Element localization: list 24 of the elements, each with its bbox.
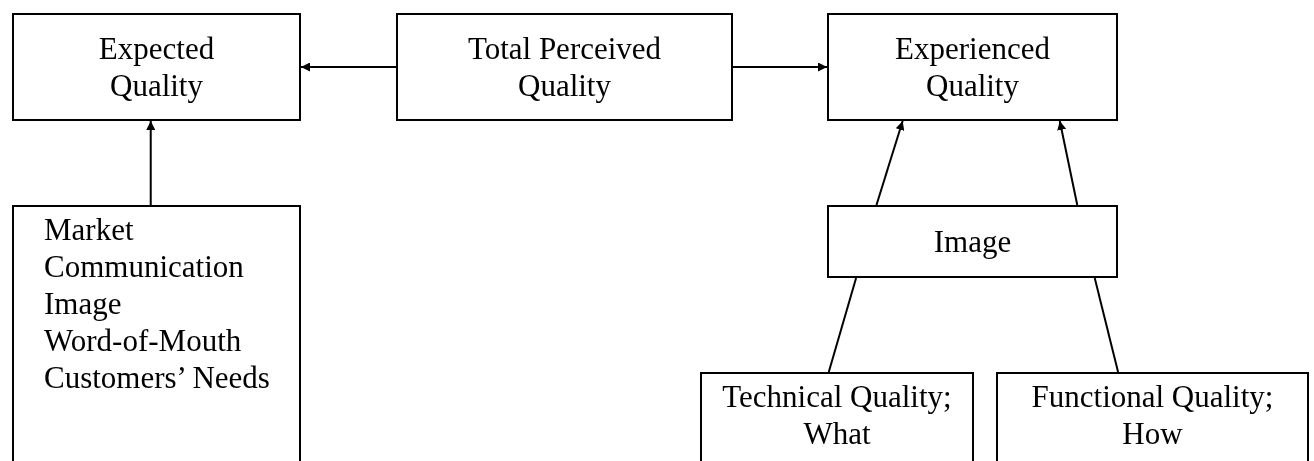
box-label: Functional Quality; How [1030, 378, 1275, 452]
box-label: Image [932, 223, 1013, 260]
process-box [12, 205, 301, 461]
connector-line [1093, 277, 1120, 373]
box-label: Technical Quality; What [721, 378, 953, 452]
process-box [996, 372, 1309, 461]
process-box [700, 372, 974, 461]
box-label: Image [44, 285, 123, 322]
box-label: Experienced Quality [894, 30, 1051, 104]
box-label: Expected Quality [97, 30, 216, 104]
arrow [1057, 120, 1079, 206]
box-label: Word-of-Mouth [44, 322, 243, 359]
process-box [827, 13, 1118, 121]
process-box [396, 13, 733, 121]
process-box [827, 205, 1118, 278]
box-label: Customers’ Needs [44, 359, 271, 396]
box-label: Market Communication [44, 211, 245, 285]
arrow [732, 62, 828, 72]
connector-line [827, 277, 858, 373]
arrow [146, 120, 156, 206]
arrow [875, 120, 905, 206]
box-label: Total Perceived Quality [466, 30, 663, 104]
arrow [300, 62, 397, 72]
process-box [12, 13, 301, 121]
